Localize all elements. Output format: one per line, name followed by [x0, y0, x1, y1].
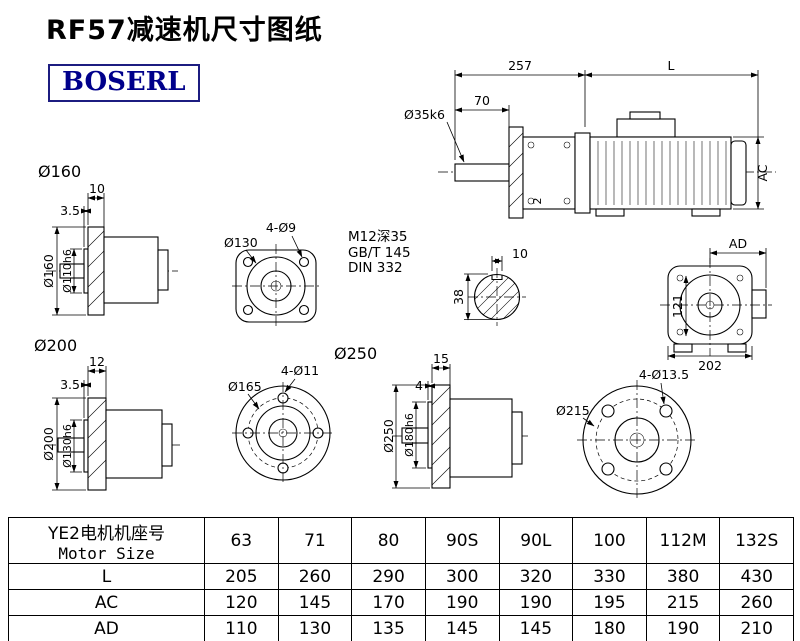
- holes-4xd135-label: 4-Ø13.5: [639, 367, 689, 382]
- AC-value-2: 170: [351, 589, 426, 616]
- size-col-6: 112M: [645, 517, 721, 564]
- size-col-0: 63: [204, 517, 279, 564]
- size-col-1: 71: [277, 517, 353, 564]
- dimension-table: YE2电机机座号 Motor Size 63 71 80 90S 90L 100…: [8, 517, 794, 641]
- AC-value-5: 195: [572, 589, 647, 616]
- row-label-AD: AD: [8, 615, 205, 641]
- dim-flange200-spigot-depth: 3.5: [60, 377, 80, 392]
- size-col-3: 90S: [424, 517, 500, 564]
- AD-value-3: 145: [424, 615, 500, 641]
- L-value-3: 300: [424, 563, 500, 590]
- AC-value-1: 145: [277, 589, 353, 616]
- motor-rear-view: AD 121 202: [660, 236, 772, 373]
- AC-value-6: 215: [645, 589, 721, 616]
- AC-value-3: 190: [424, 589, 500, 616]
- AD-value-1: 130: [277, 615, 353, 641]
- size-col-2: 80: [351, 517, 426, 564]
- note-gbt145: GB/T 145: [348, 245, 411, 261]
- flange250-face-view: Ø165 4-Ø11: [228, 363, 334, 484]
- table-row-L: L 205 260 290 300 320 330 380 430: [8, 563, 794, 590]
- AC-value-4: 190: [498, 589, 574, 616]
- AD-value-4: 145: [498, 615, 574, 641]
- L-value-7: 430: [719, 563, 794, 590]
- dim-257: 257: [508, 58, 532, 73]
- section-label-160: Ø160: [38, 162, 81, 181]
- table-row-AD: AD 110 130 135 145 145 180 190 210: [8, 615, 794, 641]
- dia-250-outer: Ø250: [381, 419, 396, 453]
- dim-L: L: [668, 58, 675, 73]
- dia-160-outer: Ø160: [41, 254, 56, 288]
- AD-value-7: 210: [719, 615, 794, 641]
- dim-flange250-spigot-depth: 4: [415, 378, 423, 393]
- L-value-6: 380: [645, 563, 721, 590]
- table-row-AC: AC 120 145 170 190 190 195 215 260: [8, 589, 794, 616]
- holes-4xd9-label: 4-Ø9: [266, 220, 296, 235]
- dia-180h6-spigot: Ø180h6: [403, 413, 416, 457]
- thread-notes: M12深35 GB/T 145 DIN 332: [348, 229, 411, 276]
- table-header-row: YE2电机机座号 Motor Size 63 71 80 90S 90L 100…: [8, 517, 794, 564]
- dia-165-label: Ø165: [228, 379, 262, 394]
- dia-215-label: Ø215: [556, 403, 590, 418]
- shaft-diameter-label: Ø35k6: [404, 107, 445, 122]
- boserl-logo: BOSERL: [48, 64, 200, 102]
- dia-130-label: Ø130: [224, 235, 258, 250]
- note-din332: DIN 332: [348, 260, 403, 276]
- dim-flange160-thickness: 10: [89, 181, 105, 196]
- dim-AC: AC: [755, 164, 770, 181]
- dia-110h6-spigot: Ø110h6: [61, 249, 74, 293]
- technical-drawing: 257 L 70 Ø35k6 AC 2 Ø160 10 3.5: [34, 58, 776, 500]
- holes-4xd11-label: 4-Ø11: [281, 363, 319, 378]
- dim-key: 2: [531, 198, 544, 205]
- dim-flange160-spigot-depth: 3.5: [60, 203, 80, 218]
- flange215-face-view: Ø215 4-Ø13.5: [556, 367, 697, 500]
- AD-value-5: 180: [572, 615, 647, 641]
- AC-value-7: 260: [719, 589, 794, 616]
- dia-130h6-spigot: Ø130h6: [61, 424, 74, 468]
- shaft-section-view: 10 38: [451, 246, 528, 326]
- row-label-AC: AC: [8, 589, 205, 616]
- AD-value-0: 110: [204, 615, 279, 641]
- AD-value-2: 135: [351, 615, 426, 641]
- flange160-side-view: Ø160 10 3.5 Ø160 Ø110h6: [38, 162, 178, 316]
- main-assembly-view: 257 L 70 Ø35k6 AC 2: [404, 58, 776, 219]
- L-value-5: 330: [572, 563, 647, 590]
- AC-value-0: 120: [204, 589, 279, 616]
- L-value-0: 205: [204, 563, 279, 590]
- section-label-250: Ø250: [334, 344, 377, 363]
- section-label-200: Ø200: [34, 336, 77, 355]
- motor-size-header-cell: YE2电机机座号 Motor Size: [8, 517, 205, 564]
- dim-shaft-height: 38: [451, 289, 466, 305]
- row-label-L: L: [8, 563, 205, 590]
- L-value-2: 290: [351, 563, 426, 590]
- size-col-7: 132S: [719, 517, 794, 564]
- dim-70: 70: [474, 93, 490, 108]
- page-title: RF57减速机尺寸图纸: [46, 15, 323, 46]
- dim-flange200-thickness: 12: [89, 354, 105, 369]
- dim-AD: AD: [729, 236, 747, 251]
- motor-size-header-cn: YE2电机机座号: [48, 523, 165, 544]
- L-value-1: 260: [277, 563, 353, 590]
- size-col-4: 90L: [498, 517, 574, 564]
- motor-size-header-en: Motor Size: [58, 543, 155, 563]
- flange200-side-view: Ø200 12 3.5 Ø200 Ø130h6: [34, 336, 180, 491]
- flange130-face-view: 4-Ø9 Ø130: [224, 220, 320, 328]
- dim-121: 121: [670, 294, 685, 318]
- note-thread: M12深35: [348, 229, 408, 245]
- flange250-side-view: 15 4 Ø250 Ø180h6: [381, 351, 530, 489]
- dia-200-outer: Ø200: [41, 427, 56, 461]
- dim-flange250-thickness: 15: [433, 351, 449, 366]
- L-value-4: 320: [498, 563, 574, 590]
- size-col-5: 100: [572, 517, 647, 564]
- dim-202: 202: [698, 358, 722, 373]
- AD-value-6: 190: [645, 615, 721, 641]
- dim-key-width: 10: [512, 246, 528, 261]
